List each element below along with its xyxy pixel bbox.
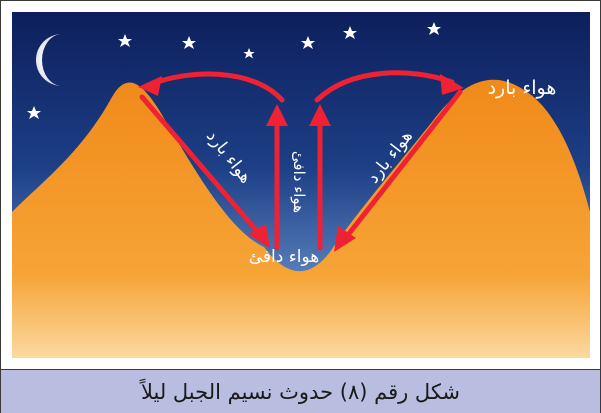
figure-caption: شكل رقم (٨) حدوث نسيم الجبل ليلاً (140, 379, 461, 404)
star-icon (118, 34, 132, 47)
arrowhead-icon (309, 104, 331, 126)
arrowhead-icon (248, 224, 270, 248)
star-icon (301, 36, 315, 49)
arrow-heads (138, 74, 464, 252)
airflow-arrows (139, 70, 463, 251)
mountain-range (12, 79, 590, 358)
arrow-cold-air-left (149, 71, 285, 103)
star-icon (427, 22, 441, 35)
label-warm-air-valley: هواء دافئ (249, 247, 319, 267)
star-icon (243, 48, 255, 59)
star-icon (343, 26, 357, 39)
crescent-moon-icon (36, 34, 62, 86)
arrowhead-icon (266, 104, 288, 126)
star-icon (27, 106, 41, 119)
arrowhead-icon (138, 76, 162, 96)
arrow-descending-right (341, 89, 463, 243)
mountain-breeze-diagram: هواء بارد هواء بارد هواء بارد هواء دافئ … (12, 12, 590, 358)
arrowhead-icon (440, 74, 464, 95)
arrow-descending-left (139, 94, 265, 240)
label-cold-air-top: هواء بارد (488, 77, 557, 99)
label-warm-air-rising-left: هواء دافئ (290, 151, 308, 213)
star-icon (182, 36, 196, 49)
arrow-cold-air-right (314, 70, 455, 103)
arrowhead-icon (334, 226, 356, 252)
stars (27, 22, 441, 119)
label-warm-air-rising-right: هواء دافئ (300, 153, 318, 215)
figure-caption-bar: شكل رقم (٨) حدوث نسيم الجبل ليلاً (1, 369, 600, 413)
